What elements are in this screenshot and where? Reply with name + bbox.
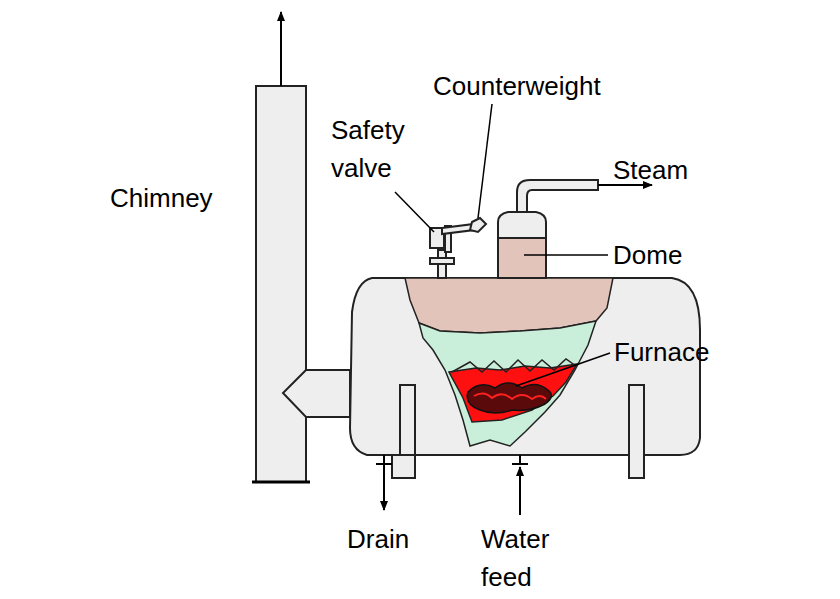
water-feed-pipe bbox=[512, 455, 528, 515]
safety-valve bbox=[430, 218, 486, 278]
smoke-arrow bbox=[280, 12, 282, 86]
drain-pipe bbox=[376, 455, 392, 510]
part-label: Furnace bbox=[614, 333, 814, 371]
steam-pipe bbox=[517, 180, 598, 212]
embers bbox=[474, 393, 546, 399]
part-label: Counterweight bbox=[433, 67, 693, 105]
water-space bbox=[419, 321, 596, 446]
part-label: Drain bbox=[347, 520, 467, 558]
flue-duct bbox=[283, 370, 350, 417]
dome-top bbox=[498, 212, 546, 238]
part-label: Steam bbox=[613, 151, 813, 189]
part-label: Water feed bbox=[481, 520, 581, 596]
furnace-fire bbox=[449, 364, 577, 422]
chimney-base bbox=[252, 481, 310, 484]
flame-tips bbox=[452, 359, 576, 372]
part-label: Chimney bbox=[110, 179, 250, 217]
boiler-legs bbox=[392, 385, 644, 478]
part-label: Safety valve bbox=[331, 111, 431, 187]
chimney bbox=[256, 86, 306, 482]
part-label: Dome bbox=[613, 236, 813, 274]
coal-bed bbox=[467, 383, 551, 413]
leader-lines bbox=[395, 104, 610, 386]
dome bbox=[498, 238, 546, 278]
